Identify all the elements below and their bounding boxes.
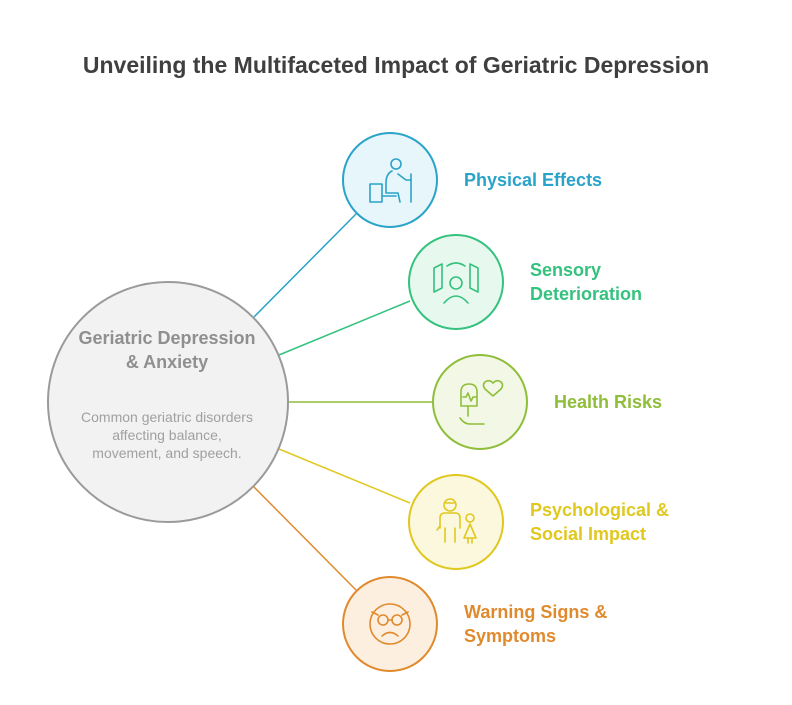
center-title: Geriatric Depression & Anxiety [78, 328, 256, 372]
branch-circle-warning-signs [342, 576, 438, 672]
thermometer-heart-icon [459, 379, 504, 425]
branch-circle-sensory-deterioration [408, 234, 504, 330]
branch-circle-physical-effects [342, 132, 438, 228]
connector-sensory-deterioration [278, 300, 411, 356]
connector-psychological-social [278, 448, 411, 504]
label-health-risks: Health Risks [554, 392, 663, 412]
elder-and-child-icon [436, 498, 477, 544]
person-with-walker-icon [369, 158, 412, 203]
center-circle [47, 281, 289, 523]
connector-physical-effects [253, 213, 357, 318]
label-psychological-social-impact: Psychological & Social Impact [530, 500, 670, 544]
label-sensory-deterioration: Sensory Deterioration [530, 260, 643, 304]
label-warning-signs-symptoms: Warning Signs & Symptoms [464, 602, 608, 646]
center-description: Common geriatric disorders affecting bal… [81, 409, 253, 461]
label-physical-effects: Physical Effects [464, 170, 603, 190]
sad-face-glasses-icon [369, 603, 411, 645]
branch-circle-psychological-social [408, 474, 504, 570]
connector-warning-signs [253, 486, 357, 591]
diagram-title: Unveiling the Multifaceted Impact of Ger… [82, 52, 710, 78]
person-in-frame-icon [433, 262, 479, 304]
branch-circle-health-risks [432, 354, 528, 450]
